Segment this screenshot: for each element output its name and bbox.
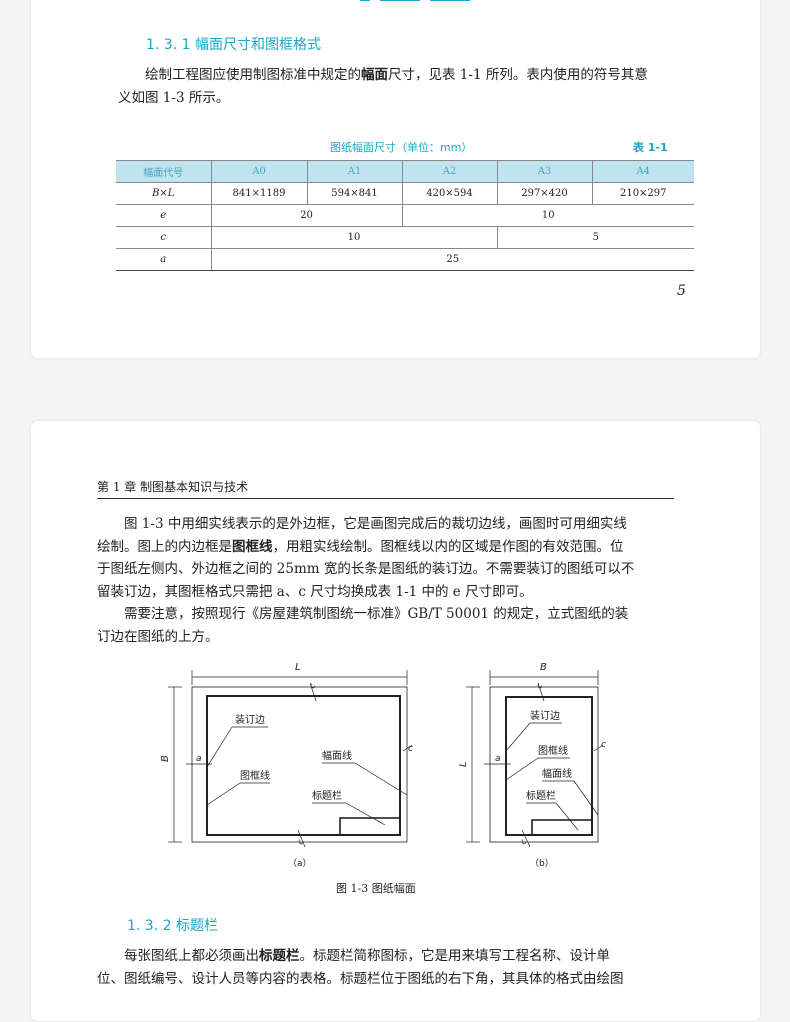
table-cell: 841×1189: [210, 182, 307, 205]
row-label: B×L: [116, 182, 211, 205]
table-header-row: 幅面代号 A0 A1 A2 A3 A4: [116, 160, 694, 183]
dim-label-L-a: L: [295, 662, 301, 673]
term-biaotilan: 标题栏: [259, 948, 300, 964]
table-row: c 10 5: [116, 226, 694, 249]
term-tukuangxian: 图框线: [232, 538, 273, 555]
dim-label-B-a: B: [160, 755, 171, 762]
c-label: c: [601, 740, 606, 750]
text: 需要注意，按照现行《房屋建筑制图统一标准》GB/T 50001 的规定，立式图纸…: [124, 606, 629, 622]
header-cell: A3: [496, 160, 592, 183]
label-tukuangxian: 图框线: [240, 769, 270, 782]
table-row: B×L 841×1189 594×841 420×594 297×420 210…: [116, 182, 694, 205]
header-rule: [97, 498, 674, 499]
header-cell: A1: [306, 160, 402, 183]
label-zhuangdingbian: 装订边: [235, 713, 265, 726]
title-block: [339, 817, 401, 836]
row-label: c: [116, 226, 211, 249]
a-label: a: [196, 754, 202, 764]
subfig-label-a: （a）: [288, 858, 312, 869]
body-paragraphs: 图 1-3 中用细实线表示的是外边框，它是画图完成后的裁切边线，画图时可用细实线…: [97, 513, 677, 648]
paper-size-table: 幅面代号 A0 A1 A2 A3 A4 B×L 841×1189 594×841…: [116, 160, 694, 271]
text: 留装订边，其图框格式只需把 a、c 尺寸均换成表 1-1 中的 e 尺寸即可。: [97, 583, 533, 600]
subfig-label-b: （b）: [530, 858, 554, 869]
text: 位、图纸编号、设计人员等内容的表格。标题栏位于图纸的右下角，其具体的格式由绘图: [97, 970, 624, 987]
text: 绘制。图上的内边框是: [97, 538, 232, 555]
text: 订边在图纸的上方。: [97, 628, 219, 645]
table-cell: 297×420: [496, 182, 592, 205]
row-label: a: [116, 248, 211, 271]
outer-border: [489, 686, 599, 843]
label-fumianxian: 幅面线: [542, 767, 572, 780]
table-cell: 10: [210, 226, 497, 249]
label-biaotilan: 标题栏: [526, 789, 556, 802]
table-row: a 25: [116, 248, 694, 271]
table-number: 表 1-1: [633, 141, 668, 154]
label-tukuangxian: 图框线: [538, 744, 568, 757]
chapter-header: 第 1 章 制图基本知识与技术: [97, 480, 249, 494]
table-cell: 5: [496, 226, 694, 249]
text: ，用粗实线绘制。图框线以内的区域是作图的有效范围。位: [272, 538, 624, 555]
header-cell: 幅面代号: [116, 160, 211, 183]
c-label: c: [295, 838, 305, 846]
section-heading-1-3-2: 1. 3. 2 标题栏: [127, 918, 218, 934]
title-block: [531, 819, 593, 836]
table-cell: 420×594: [401, 182, 497, 205]
table-cell: 210×297: [591, 182, 694, 205]
text: 图 1-3 中用细实线表示的是外边框，它是画图完成后的裁切边线，画图时可用细实线: [124, 516, 627, 532]
figure-b: [466, 670, 604, 848]
section-heading-1-3-1: 1. 3. 1 幅面尺寸和图框格式: [146, 37, 321, 53]
text: 。标题栏简称图标，它是用来填写工程名称、设计单: [299, 948, 611, 964]
row-label: e: [116, 204, 211, 227]
cropped-title-fragment: [360, 0, 480, 2]
intro-paragraph: 绘制工程图应使用制图标准中规定的幅面尺寸，见表 1-1 所列。表内使用的符号其意…: [118, 64, 698, 109]
page-card-bottom: [30, 420, 761, 1022]
label-zhuangdingbian: 装订边: [530, 709, 560, 722]
dim-label-B-b: B: [540, 662, 547, 673]
header-cell: A4: [591, 160, 694, 183]
page-number: 5: [677, 283, 686, 299]
text: 于图纸左侧内、外边框之间的 25mm 宽的长条是图纸的装订边。不需要装订的图纸可…: [97, 561, 635, 577]
figure-caption: 图 1-3 图纸幅面: [336, 882, 416, 895]
table-cell: 10: [401, 204, 694, 227]
text: 义如图 1-3 所示。: [118, 89, 230, 106]
c-label: c: [307, 682, 317, 690]
inner-frame: [206, 695, 401, 836]
section-1-3-2-paragraph: 每张图纸上都必须画出标题栏。标题栏简称图标，它是用来填写工程名称、设计单 位、图…: [97, 945, 677, 990]
label-fumianxian: 幅面线: [322, 749, 352, 762]
text: 绘制工程图应使用制图标准中规定的: [145, 67, 361, 83]
table-cell: 594×841: [306, 182, 402, 205]
outer-border: [191, 686, 408, 843]
c-label: c: [518, 838, 528, 846]
header-cell: A2: [401, 160, 497, 183]
figure-1-3: L B c a c c 装订边 图框线 幅面线 标题栏 （a） B L c a …: [160, 662, 606, 869]
a-label: a: [495, 754, 501, 764]
c-label: c: [408, 744, 413, 754]
dim-label-L-b: L: [458, 761, 469, 767]
figure-a: [168, 670, 413, 848]
c-label: c: [534, 682, 544, 690]
table-caption: 图纸幅面尺寸（单位：mm）: [330, 141, 473, 154]
text: 尺寸，见表 1-1 所列。表内使用的符号其意: [388, 67, 648, 83]
table-cell: 25: [210, 248, 694, 271]
table-cell: 20: [210, 204, 402, 227]
text: 每张图纸上都必须画出: [124, 948, 259, 964]
label-biaotilan: 标题栏: [312, 789, 342, 802]
header-cell: A0: [210, 160, 307, 183]
table-row: e 20 10: [116, 204, 694, 227]
term-fumian: 幅面: [361, 67, 388, 83]
